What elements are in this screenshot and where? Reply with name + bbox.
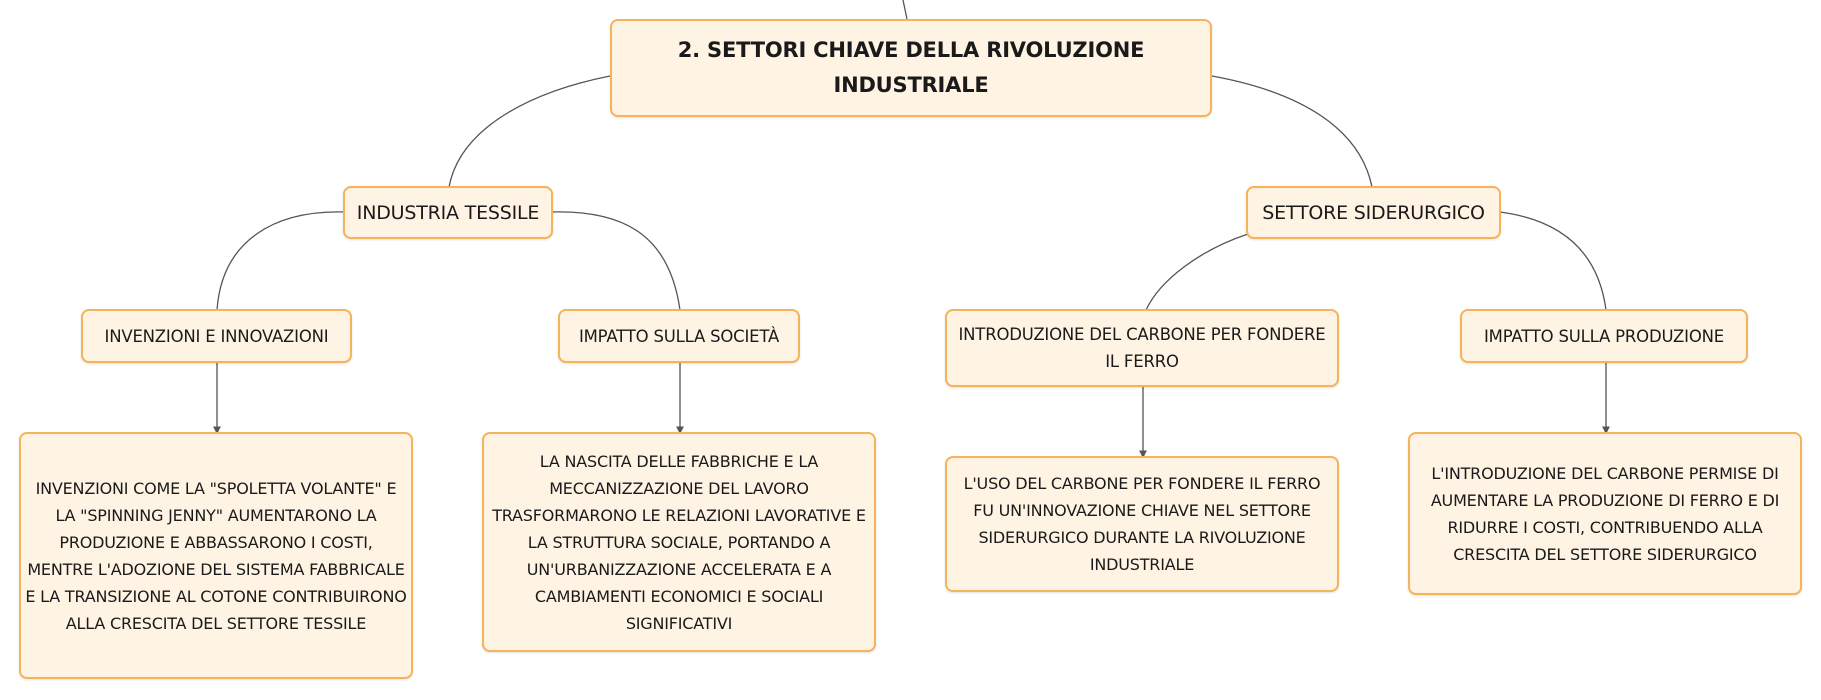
connector-root-to-tessile xyxy=(448,75,611,188)
detail-node-introduzione-del-carbone[interactable]: L'USO DEL CARBONE PER FONDERE IL FERRO F… xyxy=(945,456,1339,592)
connector-siderurgico-to-impatto-produzione xyxy=(1499,211,1607,311)
connector-siderurgico-to-carbone xyxy=(1145,233,1249,311)
topic-node-label: IMPATTO SULLA SOCIETÀ xyxy=(578,326,780,346)
branch-node-settore-siderurgico[interactable]: SETTORE SIDERURGICO xyxy=(1246,186,1501,239)
branch-node-label: INDUSTRIA TESSILE xyxy=(356,201,540,224)
branch-node-label: SETTORE SIDERURGICO xyxy=(1262,201,1485,224)
topic-node-label: INVENZIONI E INNOVAZIONI xyxy=(104,326,329,346)
connector-root-to-siderurgico xyxy=(1211,75,1373,188)
branch-node-industria-tessile[interactable]: INDUSTRIA TESSILE xyxy=(343,186,553,239)
topic-node-label: IMPATTO SULLA PRODUZIONE xyxy=(1484,326,1724,346)
topic-node-impatto-sulla-produzione[interactable]: IMPATTO SULLA PRODUZIONE xyxy=(1460,309,1748,363)
detail-node-text: LA NASCITA DELLE FABBRICHE E LA MECCANIZ… xyxy=(492,451,866,633)
root-node[interactable]: 2. SETTORI CHIAVE DELLA RIVOLUZIONE INDU… xyxy=(610,19,1212,117)
detail-node-text: L'INTRODUZIONE DEL CARBONE PERMISE DI AU… xyxy=(1430,463,1780,564)
topic-node-invenzioni-e-innovazioni[interactable]: INVENZIONI E INNOVAZIONI xyxy=(81,309,352,363)
connector-tessile-to-invenzioni xyxy=(216,211,346,311)
topic-node-impatto-sulla-societa[interactable]: IMPATTO SULLA SOCIETÀ xyxy=(558,309,800,363)
root-node-label: 2. SETTORI CHIAVE DELLA RIVOLUZIONE INDU… xyxy=(677,38,1145,97)
connector-parent-to-root xyxy=(902,0,908,20)
detail-node-text: INVENZIONI COME LA "SPOLETTA VOLANTE" E … xyxy=(25,478,407,633)
connector-tessile-to-impatto-societa xyxy=(551,211,681,311)
detail-node-text: L'USO DEL CARBONE PER FONDERE IL FERRO F… xyxy=(963,474,1321,574)
topic-node-label: INTRODUZIONE DEL CARBONE PER FONDERE IL … xyxy=(958,325,1326,371)
detail-node-impatto-sulla-produzione[interactable]: L'INTRODUZIONE DEL CARBONE PERMISE DI AU… xyxy=(1408,432,1802,595)
topic-node-introduzione-del-carbone[interactable]: INTRODUZIONE DEL CARBONE PER FONDERE IL … xyxy=(945,309,1339,387)
detail-node-invenzioni[interactable]: INVENZIONI COME LA "SPOLETTA VOLANTE" E … xyxy=(19,432,413,679)
detail-node-impatto-sulla-societa[interactable]: LA NASCITA DELLE FABBRICHE E LA MECCANIZ… xyxy=(482,432,876,652)
